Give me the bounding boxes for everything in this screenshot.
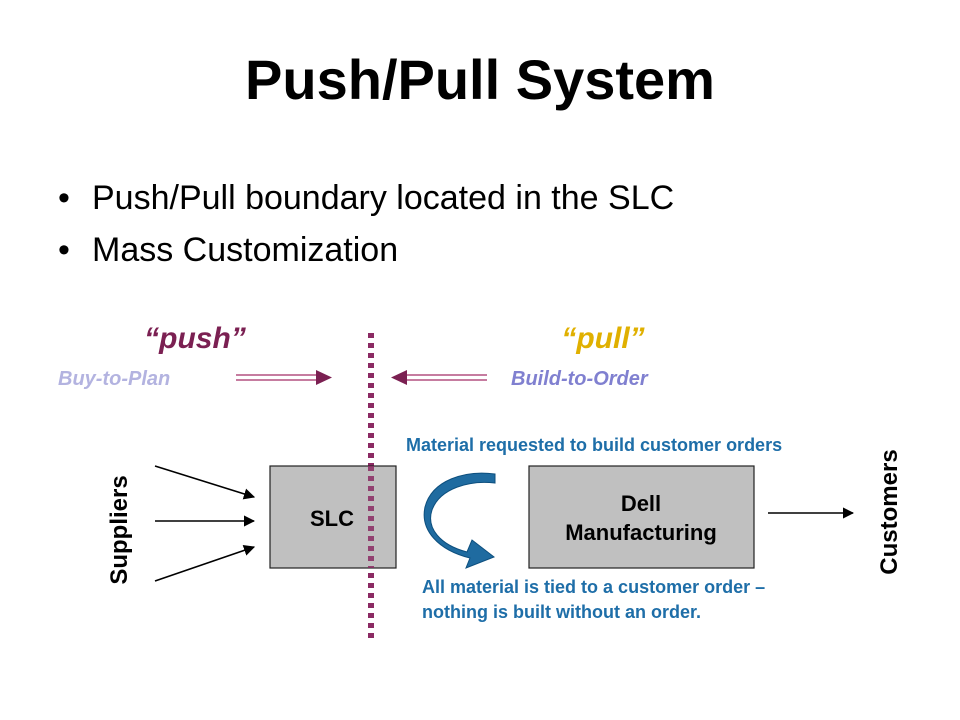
customers-label: Customers (876, 449, 903, 574)
pull-arrow-icon (391, 370, 487, 385)
bottom-note-line2: nothing is built without an order. (422, 602, 701, 622)
top-note: Material requested to build customer ord… (406, 435, 782, 455)
supplier-arrow-icon (154, 465, 256, 500)
dell-manufacturing-box (528, 465, 755, 569)
bottom-note-line1: All material is tied to a customer order… (422, 577, 765, 597)
suppliers-label: Suppliers (106, 475, 133, 584)
bullet-item: •Mass Customization (58, 224, 674, 276)
dell-box-label-line1: Dell (621, 491, 661, 516)
slc-box (269, 465, 397, 569)
bullet-item: •Push/Pull boundary located in the SLC (58, 172, 674, 224)
dell-box-label-line2: Manufacturing (565, 520, 717, 545)
buy-to-plan-label: Buy-to-Plan (58, 368, 170, 390)
push-label: “push” (144, 322, 246, 355)
slc-box-label: SLC (310, 506, 354, 531)
curved-flow-arrow-icon (423, 472, 496, 569)
bullet-dot-icon: • (58, 179, 70, 217)
bullet-list: •Push/Pull boundary located in the SLC •… (58, 172, 674, 276)
slide-title: Push/Pull System (245, 48, 715, 111)
push-arrow-icon (236, 370, 332, 385)
supplier-arrows (154, 465, 256, 582)
supplier-arrow-icon (154, 544, 256, 582)
pull-label: “pull” (561, 322, 644, 355)
build-to-order-label: Build-to-Order (511, 368, 649, 390)
bullet-dot-icon: • (58, 231, 70, 269)
